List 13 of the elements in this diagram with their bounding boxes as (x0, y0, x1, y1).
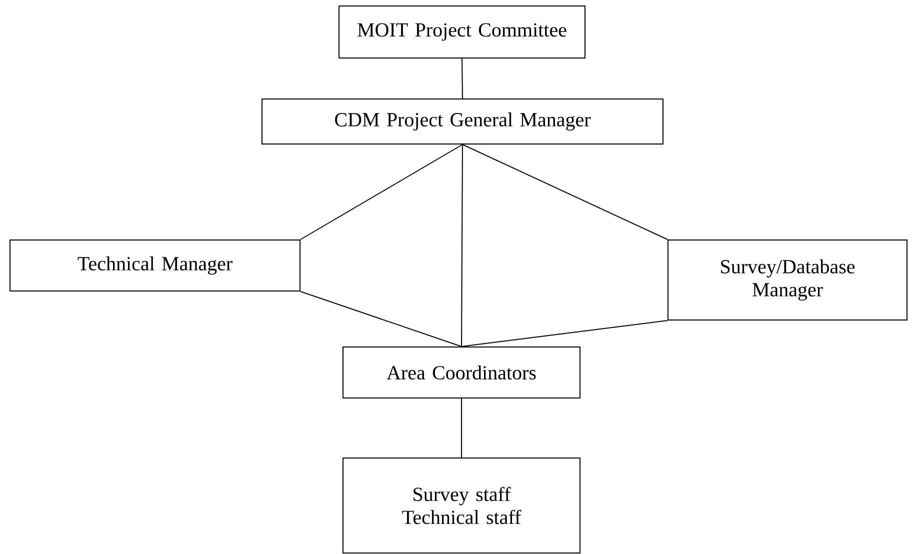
org-box: Technical Manager (10, 240, 300, 292)
connector-line (462, 144, 668, 240)
org-box: MOIT Project Committee (338, 6, 586, 58)
org-box: Area Coordinators (342, 346, 580, 398)
connector-line (461, 320, 668, 347)
connector-line (300, 144, 463, 240)
org-box: Survey/Database Manager (668, 240, 908, 320)
connector-line (300, 291, 462, 347)
connector-line (462, 58, 463, 99)
org-box: Survey staff Technical staff (342, 458, 580, 554)
org-box: CDM Project General Manager (262, 98, 664, 144)
connector-line (461, 398, 462, 458)
connector-line (461, 144, 463, 347)
